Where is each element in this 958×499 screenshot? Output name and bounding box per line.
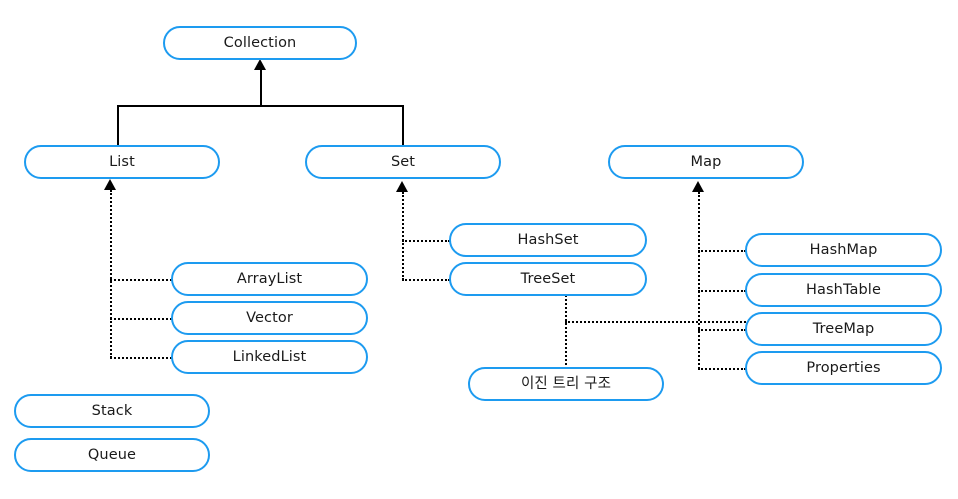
arrowhead-to-list [104,179,116,190]
node-set[interactable]: Set [305,145,501,179]
node-treeset[interactable]: TreeSet [449,262,647,296]
connector-list-to-linkedlist [110,357,172,359]
node-hashset[interactable]: HashSet [449,223,647,257]
node-hashtable[interactable]: HashTable [745,273,942,307]
connector-map-to-treemap [698,329,746,331]
connector-list-to-arraylist [110,279,172,281]
arrowhead-to-map [692,181,704,192]
connector-map-spine [698,192,700,369]
connector-collection-stem [260,66,262,106]
node-linkedlist[interactable]: LinkedList [171,340,368,374]
connector-map-to-hashtable [698,290,746,292]
node-map[interactable]: Map [608,145,804,179]
connector-set-to-hashset [402,240,450,242]
node-treemap[interactable]: TreeMap [745,312,942,346]
connector-bus-to-list [117,105,119,145]
node-arraylist[interactable]: ArrayList [171,262,368,296]
arrowhead-to-set [396,181,408,192]
connector-set-to-treeset [402,279,450,281]
node-queue[interactable]: Queue [14,438,210,472]
node-hashmap[interactable]: HashMap [745,233,942,267]
node-collection[interactable]: Collection [163,26,357,60]
arrowhead-to-collection [254,59,266,70]
connector-set-spine [402,192,404,280]
connector-treeset-spine [565,295,567,369]
node-properties[interactable]: Properties [745,351,942,385]
connector-bus-to-set [402,105,404,145]
connector-treeset-to-treemap [565,321,746,323]
node-stack[interactable]: Stack [14,394,210,428]
connector-map-to-properties [698,368,746,370]
connector-collection-bus [117,105,404,107]
node-binary-tree-note[interactable]: 이진 트리 구조 [468,367,664,401]
node-vector[interactable]: Vector [171,301,368,335]
node-list[interactable]: List [24,145,220,179]
connector-list-spine [110,190,112,358]
connector-map-to-hashmap [698,250,746,252]
connector-list-to-vector [110,318,172,320]
